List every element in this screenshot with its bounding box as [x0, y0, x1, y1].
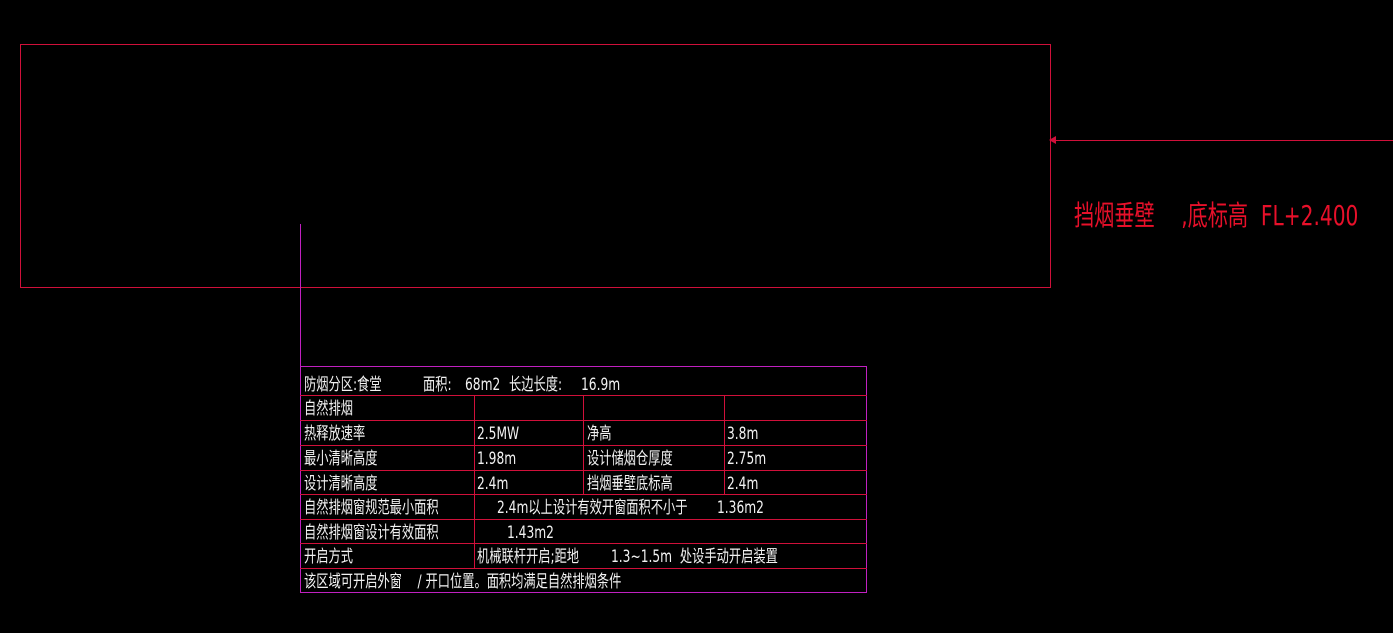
smoke-curtain-annotation: 挡烟垂壁 ,底标高 FL+2.400: [1074, 199, 1359, 232]
smoke-reservoir-label: 设计储烟仓厚度: [587, 449, 673, 469]
min-window-area-text: 2.4m以上设计有效开窗面积不小于: [497, 498, 688, 518]
table-row-line: [300, 494, 867, 495]
table-footer-note: 该区域可开启外窗 / 开口位置。面积均满足自然排烟条件: [304, 572, 622, 592]
heat-release-label: 热释放速率: [304, 424, 366, 444]
natural-exhaust-label: 自然排烟: [304, 399, 353, 419]
table-leader-line: [300, 224, 301, 367]
table-row-line: [300, 568, 867, 569]
smoke-calc-table: [300, 366, 867, 593]
leader-arrow-icon: [1049, 136, 1056, 144]
heat-release-value: 2.5MW: [477, 424, 520, 444]
net-height-value: 3.8m: [727, 424, 759, 444]
design-clear-height-label: 设计清晰高度: [304, 474, 378, 494]
curtain-bottom-value: 2.4m: [727, 474, 759, 494]
opening-method-label: 开启方式: [304, 547, 353, 567]
opening-method-height: 1.3~1.5m 处设手动开启装置: [611, 547, 778, 567]
area-label: 面积:: [423, 375, 452, 395]
table-col-line: [474, 395, 475, 568]
design-clear-height-value: 2.4m: [477, 474, 509, 494]
min-window-area-value: 1.36m2: [717, 498, 764, 518]
zone-name: 防烟分区:食堂: [304, 375, 382, 395]
design-window-area-value: 1.43m2: [507, 523, 554, 543]
design-window-area-label: 自然排烟窗设计有效面积: [304, 523, 439, 543]
table-row-line: [300, 519, 867, 520]
min-window-area-label: 自然排烟窗规范最小面积: [304, 498, 439, 518]
table-col-line: [583, 395, 584, 494]
opening-method-text: 机械联杆开启;距地: [477, 547, 580, 567]
leader-line: [1052, 140, 1393, 141]
smoke-reservoir-value: 2.75m: [727, 449, 767, 469]
room-outline: [20, 44, 1051, 288]
net-height-label: 净高: [587, 424, 612, 444]
length-label: 长边长度:: [509, 375, 563, 395]
min-clear-height-label: 最小清晰高度: [304, 449, 378, 469]
table-col-line: [724, 395, 725, 494]
length-value: 16.9m: [581, 375, 621, 395]
table-row-line: [300, 543, 867, 544]
curtain-bottom-label: 挡烟垂壁底标高: [587, 474, 673, 494]
min-clear-height-value: 1.98m: [477, 449, 517, 469]
area-value: 68m2: [465, 375, 501, 395]
